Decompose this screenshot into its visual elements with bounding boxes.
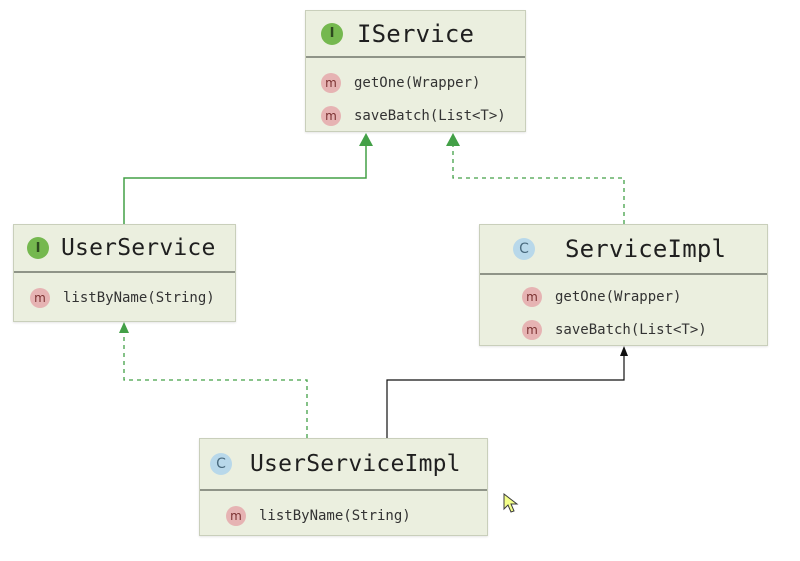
iservice-methods: m getOne(Wrapper) m saveBatch(List<T>) <box>306 58 525 138</box>
method-row[interactable]: m getOne(Wrapper) <box>321 66 525 99</box>
method-row[interactable]: m saveBatch(List<T>) <box>321 99 525 132</box>
method-badge-icon: m <box>522 286 542 307</box>
method-label: getOne(Wrapper) <box>354 74 481 91</box>
serviceimpl-extends-arrowhead <box>620 346 628 356</box>
userserviceimpl-methods: m listByName(String) <box>200 491 487 538</box>
method-badge-icon: m <box>226 505 246 526</box>
method-badge-icon: m <box>321 72 341 93</box>
userservice-to-iservice-extends-connector <box>123 144 367 224</box>
userserviceimpl-header: C UserServiceImpl <box>200 439 487 491</box>
class-badge-icon: C <box>210 453 232 475</box>
iservice-inheritance-arrowhead-left <box>359 133 373 146</box>
method-label: listByName(String) <box>259 507 411 524</box>
interface-badge-icon: I <box>27 237 49 259</box>
method-label: getOne(Wrapper) <box>555 288 682 305</box>
method-label: saveBatch(List<T>) <box>354 107 506 124</box>
userservice-title: UserService <box>61 235 216 261</box>
iservice-header: I IService <box>306 11 525 58</box>
method-label: saveBatch(List<T>) <box>555 321 707 338</box>
method-row[interactable]: m listByName(String) <box>30 281 235 314</box>
serviceimpl-to-iservice-implements-connector <box>452 144 625 224</box>
serviceimpl-header: C ServiceImpl <box>480 225 767 275</box>
method-badge-icon: m <box>30 287 50 308</box>
interface-badge-icon: I <box>321 22 343 45</box>
userservice-interface-box[interactable]: I UserService m listByName(String) <box>13 224 236 322</box>
userservice-methods: m listByName(String) <box>14 273 235 320</box>
method-row[interactable]: m getOne(Wrapper) <box>522 280 767 313</box>
iservice-implements-arrowhead-right <box>446 133 460 146</box>
serviceimpl-class-box[interactable]: C ServiceImpl m getOne(Wrapper) m saveBa… <box>479 224 768 346</box>
userserviceimpl-class-box[interactable]: C UserServiceImpl m listByName(String) <box>199 438 488 536</box>
method-row[interactable]: m listByName(String) <box>226 499 487 532</box>
userserviceimpl-to-userservice-implements-connector <box>123 332 308 438</box>
userserviceimpl-to-serviceimpl-extends-connector <box>386 356 625 438</box>
method-label: listByName(String) <box>63 289 215 306</box>
iservice-interface-box[interactable]: I IService m getOne(Wrapper) m saveBatch… <box>305 10 526 132</box>
iservice-title: IService <box>357 19 475 48</box>
serviceimpl-methods: m getOne(Wrapper) m saveBatch(List<T>) <box>480 275 767 352</box>
method-badge-icon: m <box>321 105 341 126</box>
serviceimpl-title: ServiceImpl <box>565 235 727 263</box>
class-badge-icon: C <box>513 238 535 260</box>
userserviceimpl-title: UserServiceImpl <box>250 451 461 477</box>
userservice-header: I UserService <box>14 225 235 273</box>
method-badge-icon: m <box>522 319 542 340</box>
mouse-cursor-icon <box>503 493 519 513</box>
method-row[interactable]: m saveBatch(List<T>) <box>522 313 767 346</box>
userservice-implements-arrowhead <box>119 322 129 333</box>
